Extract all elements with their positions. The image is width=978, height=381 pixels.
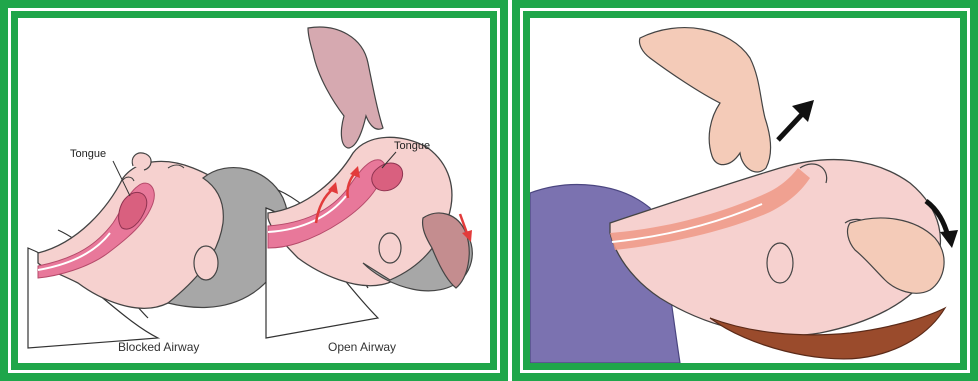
rescuer-hand-chin-lift: [639, 28, 770, 172]
right-illustration-frame: [512, 0, 978, 381]
left-diagram-frame: Tongue Tongue Blocked Airway Open Airway: [0, 0, 508, 381]
caption-open-airway: Open Airway: [328, 340, 396, 354]
caption-blocked-airway: Blocked Airway: [118, 340, 199, 354]
airway-diagram-svg: [18, 18, 490, 363]
left-diagram-canvas: Tongue Tongue Blocked Airway Open Airway: [18, 18, 490, 363]
open-airway-illustration: [266, 27, 472, 338]
blocked-airway-illustration: [28, 153, 289, 348]
right-illustration-canvas: [530, 18, 960, 363]
tongue-label-blocked: Tongue: [70, 148, 106, 160]
lift-arrow-icon: [778, 100, 814, 140]
tongue-label-open: Tongue: [394, 140, 430, 152]
head-tilt-chin-lift-svg: [530, 18, 960, 363]
